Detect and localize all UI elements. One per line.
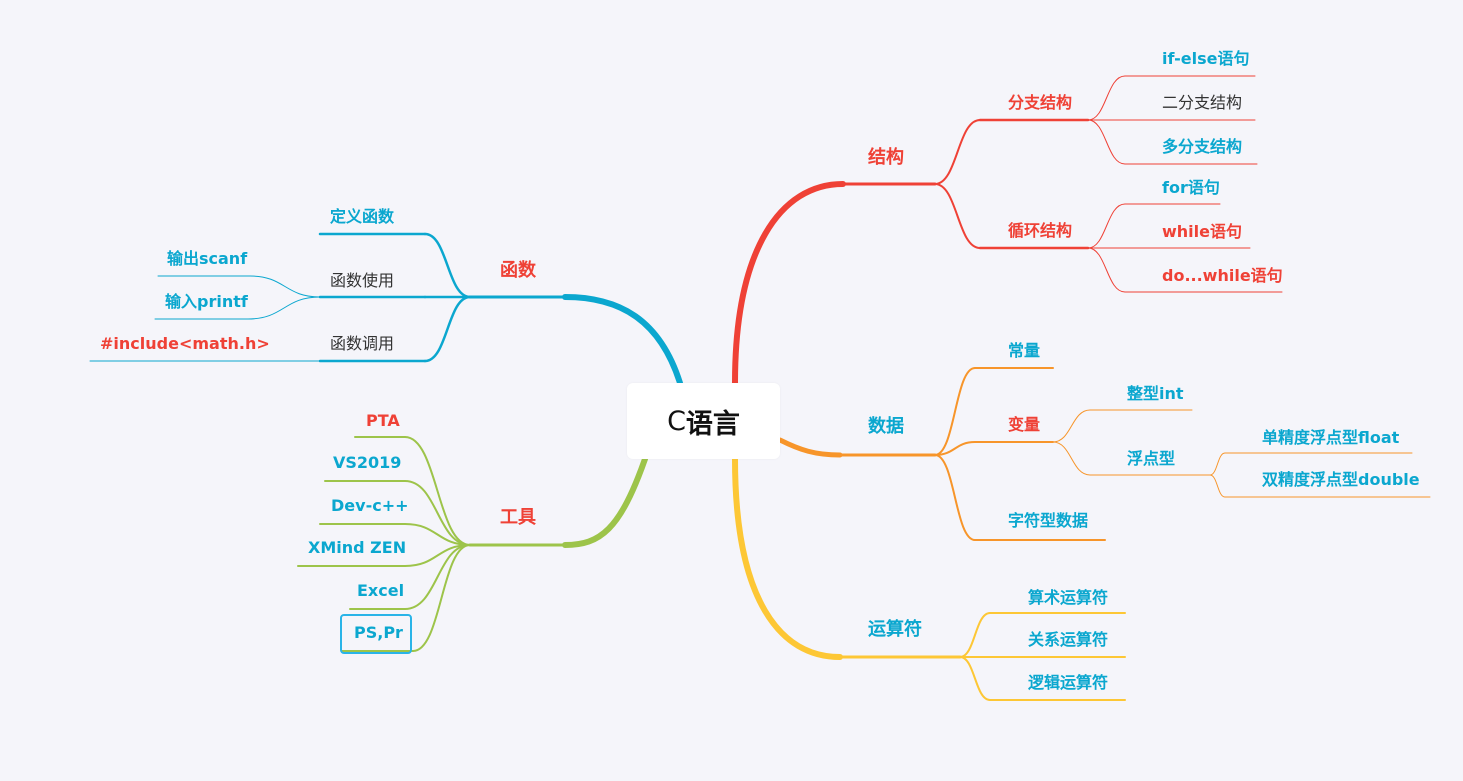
edge-branch (412, 544, 471, 652)
topic-functions-call-children-0[interactable]: #include<math.h> (100, 334, 270, 353)
topic-operators-children-2[interactable]: 逻辑运算符 (1028, 673, 1109, 692)
topic-tools-children-4[interactable]: Excel (357, 581, 405, 600)
edge-branch (404, 523, 471, 546)
topic-structure-loop-children-2[interactable]: do...while语句 (1162, 266, 1283, 285)
topic-data-variable-float-label[interactable]: 浮点型 (1127, 449, 1176, 468)
topic-data-variable-float-children-1[interactable]: 双精度浮点型double (1262, 470, 1420, 489)
edge-branch (247, 296, 321, 320)
edge-branch (404, 436, 471, 546)
topic-data-char[interactable]: 字符型数据 (1008, 511, 1089, 530)
edge-branch (404, 544, 471, 567)
topic-structure-loop-children-1[interactable]: while语句 (1162, 222, 1242, 241)
edge-branch (1052, 409, 1091, 443)
edge-branch (959, 612, 991, 658)
edge-root-tools (562, 456, 648, 548)
edge-branch (934, 367, 976, 456)
topic-tools-children-0[interactable]: PTA (366, 411, 400, 430)
topic-structure-branch-label[interactable]: 分支结构 (1008, 93, 1073, 112)
topic-tools-children-1[interactable]: VS2019 (333, 453, 402, 472)
topic-operators-children-1[interactable]: 关系运算符 (1028, 630, 1109, 649)
root-title: 语言 (685, 408, 740, 440)
topic-structure-loop-label[interactable]: 循环结构 (1008, 221, 1073, 240)
edge-branch (1087, 203, 1126, 249)
edge-root-structure (732, 181, 846, 386)
topic-tools-children-3[interactable]: XMind ZEN (308, 538, 407, 557)
edge-branch (934, 454, 976, 541)
edge-branch (404, 544, 471, 610)
edge-branch (1209, 474, 1226, 498)
topic-functions-label[interactable]: 函数 (500, 260, 536, 281)
edge-branch (934, 119, 981, 185)
edge-branch (249, 275, 321, 298)
topic-functions-define[interactable]: 定义函数 (330, 207, 395, 226)
selected-topic-frame (340, 614, 412, 654)
topic-structure-branch-children-1[interactable]: 二分支结构 (1162, 93, 1243, 112)
edge-branch (934, 183, 981, 249)
topic-tools-children-5[interactable]: PS,Pr (354, 623, 403, 642)
topic-structure-branch-children-2[interactable]: 多分支结构 (1162, 137, 1243, 156)
topic-tools-children-2[interactable]: Dev-c++ (331, 496, 409, 515)
topic-data-constant[interactable]: 常量 (1008, 341, 1041, 360)
edge-root-data (777, 437, 843, 458)
topic-structure-branch-children-0[interactable]: if-else语句 (1162, 49, 1250, 68)
topic-structure-label[interactable]: 结构 (868, 147, 904, 168)
edge-branch (404, 480, 471, 546)
edge-branch (1087, 75, 1126, 121)
edge-branch (1087, 247, 1126, 293)
edge-root-operators (732, 456, 843, 660)
edge-branch (934, 441, 976, 456)
edge-branch (1052, 441, 1091, 476)
topic-data-variable-float-children-0[interactable]: 单精度浮点型float (1262, 428, 1400, 447)
topic-functions-use-children-0[interactable]: 输出scanf (167, 249, 248, 268)
edge-branch (959, 656, 991, 701)
root-prefix: C (667, 405, 686, 437)
edge-branch (1087, 119, 1126, 165)
topic-data-variable-label[interactable]: 变量 (1008, 415, 1041, 434)
topic-tools-label[interactable]: 工具 (500, 507, 536, 528)
topic-operators-children-0[interactable]: 算术运算符 (1028, 588, 1109, 607)
edge-branch (423, 295, 472, 363)
topic-data-label[interactable]: 数据 (868, 416, 904, 437)
topic-data-variable-int[interactable]: 整型int (1127, 384, 1184, 403)
topic-functions-call-label[interactable]: 函数调用 (330, 334, 395, 353)
topic-structure-loop-children-0[interactable]: for语句 (1162, 178, 1220, 197)
edge-branch (423, 232, 472, 299)
topic-functions-use-label[interactable]: 函数使用 (330, 271, 395, 290)
topic-operators-label[interactable]: 运算符 (868, 619, 922, 640)
edge-root-functions (562, 294, 683, 386)
edge-branch (1209, 452, 1226, 476)
topic-functions-use-children-1[interactable]: 输入printf (165, 292, 248, 311)
